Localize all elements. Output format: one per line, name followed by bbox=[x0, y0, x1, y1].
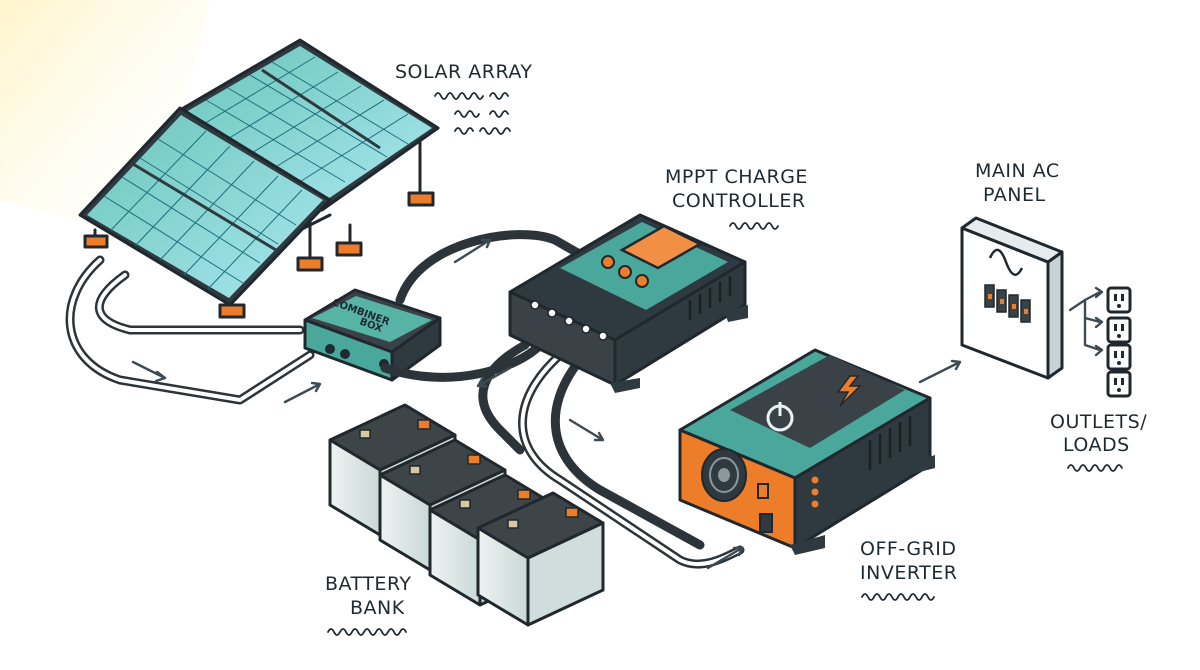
controller-output-wires bbox=[478, 340, 745, 569]
combiner-box: COMBINER BOX bbox=[303, 288, 442, 382]
outlets-label-line1: OUTLETS/ bbox=[1050, 411, 1147, 433]
flow-arrow-2 bbox=[283, 381, 322, 404]
label-battery-bank: BATTERY BANK bbox=[325, 573, 412, 636]
power-icon bbox=[766, 402, 794, 432]
main-ac-label-line2: PANEL bbox=[983, 184, 1046, 206]
outlet-icon bbox=[1106, 316, 1132, 344]
breaker-row bbox=[984, 284, 1031, 323]
battery-label-line1: BATTERY bbox=[325, 573, 412, 595]
sine-wave-icon bbox=[988, 248, 1024, 276]
main-ac-panel bbox=[960, 216, 1064, 380]
battery-bank bbox=[328, 403, 605, 627]
flow-arrow-6 bbox=[706, 546, 744, 570]
label-solar-array: SOLAR ARRAY bbox=[395, 61, 533, 135]
battery-label-line2: BANK bbox=[350, 597, 405, 619]
inverter-label-line1: OFF-GRID bbox=[860, 538, 957, 560]
main-ac-label-line1: MAIN AC bbox=[975, 160, 1060, 182]
lightning-icon bbox=[836, 375, 862, 407]
outlets-label-line2: LOADS bbox=[1063, 434, 1130, 456]
flow-arrows bbox=[131, 238, 962, 570]
back-solar-panel bbox=[178, 38, 440, 212]
flow-arrow-3 bbox=[453, 238, 492, 264]
flow-arrow-4 bbox=[476, 366, 512, 388]
label-mppt-controller: MPPT CHARGE CONTROLLER bbox=[665, 166, 808, 230]
inverter-switch bbox=[757, 483, 769, 499]
battery-4 bbox=[476, 491, 605, 627]
solar-array bbox=[78, 38, 440, 319]
back-panel-stand bbox=[335, 133, 435, 257]
flow-arrow-5 bbox=[568, 418, 605, 442]
front-solar-panel bbox=[78, 106, 332, 307]
off-grid-inverter bbox=[678, 348, 935, 555]
controller-terminals bbox=[530, 300, 608, 341]
mppt-label-line1: MPPT CHARGE bbox=[665, 166, 808, 188]
outlet-icon bbox=[1106, 370, 1132, 398]
outlets bbox=[1106, 286, 1132, 398]
label-main-ac-panel: MAIN AC PANEL bbox=[975, 160, 1060, 206]
label-outlets-loads: OUTLETS/ LOADS bbox=[1050, 411, 1147, 472]
mppt-label-line2: CONTROLLER bbox=[672, 190, 806, 212]
flow-arrow-7 bbox=[918, 359, 962, 384]
outlet-icon bbox=[1106, 343, 1132, 371]
mppt-charge-controller bbox=[508, 213, 748, 393]
solar-array-label: SOLAR ARRAY bbox=[395, 61, 533, 83]
combiner-to-controller-wires bbox=[380, 230, 595, 382]
flow-arrow-1 bbox=[131, 360, 167, 383]
inverter-fan bbox=[701, 448, 747, 502]
panel-to-outlets-lines bbox=[1068, 286, 1104, 357]
outlet-icon bbox=[1106, 286, 1132, 314]
panel-to-combiner-wires bbox=[65, 255, 315, 405]
inverter-ac-socket bbox=[759, 513, 773, 533]
inverter-label-line2: INVERTER bbox=[860, 562, 957, 584]
label-off-grid-inverter: OFF-GRID INVERTER bbox=[860, 538, 957, 601]
